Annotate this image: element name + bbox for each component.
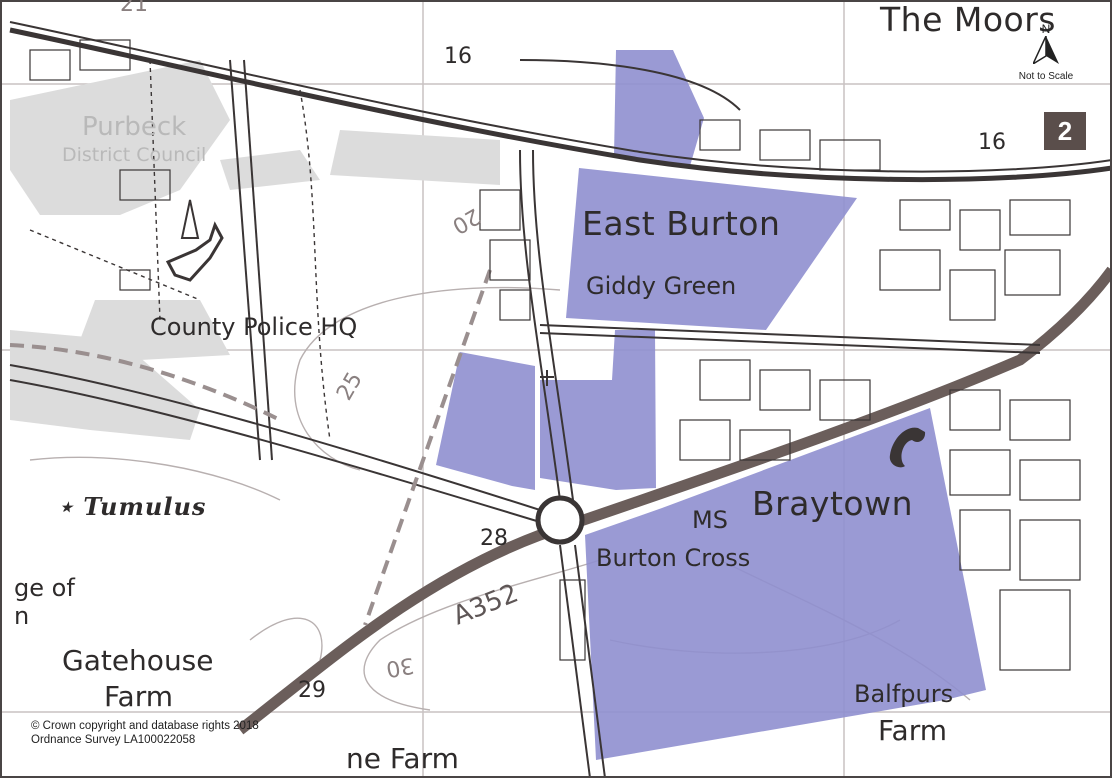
label-farm-right: Farm <box>878 714 947 747</box>
housing-blocks <box>29 39 1081 671</box>
label-num-21: 21 <box>120 0 148 17</box>
label-ms: MS <box>692 506 728 534</box>
zone-central <box>540 330 656 490</box>
label-gatehouse: Gatehouse <box>62 644 214 677</box>
label-n-fragment: n <box>14 602 30 630</box>
north-letter: N <box>1041 22 1051 36</box>
north-arrow: N Not to Scale <box>1014 22 1078 82</box>
label-ne-farm: ne Farm <box>346 742 459 775</box>
zone-braytown <box>585 408 986 760</box>
label-balfpurs: Balfpurs <box>854 680 954 708</box>
label-east-burton: East Burton <box>582 204 781 243</box>
north-arrow-icon <box>1031 35 1059 66</box>
zone-east-burton <box>566 168 857 330</box>
road-a352 <box>236 266 1112 735</box>
label-the-moors: The Moors <box>880 0 1056 39</box>
copyright-line-2: Ordnance Survey LA100022058 <box>31 734 196 746</box>
copyright-line-1: © Crown copyright and database rights 20… <box>31 720 259 732</box>
roundabout <box>535 495 585 545</box>
label-district-council: District Council <box>62 144 207 166</box>
label-num-28: 28 <box>480 526 508 551</box>
telephone-icon <box>889 427 926 468</box>
zone-west <box>436 352 535 490</box>
label-num-29: 29 <box>298 678 326 703</box>
label-farm-left: Farm <box>104 680 173 713</box>
minor-roads <box>9 59 1041 778</box>
copyright-notice: © Crown copyright and database rights 20… <box>31 719 259 747</box>
map-page-badge: 2 <box>1044 112 1086 150</box>
label-num-16-top: 16 <box>444 44 472 69</box>
label-burton-cross: Burton Cross <box>596 544 751 572</box>
label-tumulus: ⋆ Tumulus <box>58 492 207 521</box>
label-ge-of: ge of <box>14 574 75 602</box>
label-county-police-hq: County Police HQ <box>150 313 358 341</box>
railway <box>9 21 1112 183</box>
label-giddy-green: Giddy Green <box>586 272 737 300</box>
label-purbeck: Purbeck <box>82 112 187 142</box>
footpaths <box>9 269 492 626</box>
church-cross-icon <box>540 370 554 386</box>
label-num-16-right: 16 <box>978 130 1006 155</box>
label-braytown: Braytown <box>752 484 913 523</box>
police-hq-building <box>165 221 224 282</box>
north-scale-text: Not to Scale <box>1018 71 1074 82</box>
tracks <box>29 59 331 441</box>
tumulus-text: Tumulus <box>83 492 207 521</box>
label-contour-30: 30 <box>384 651 416 682</box>
